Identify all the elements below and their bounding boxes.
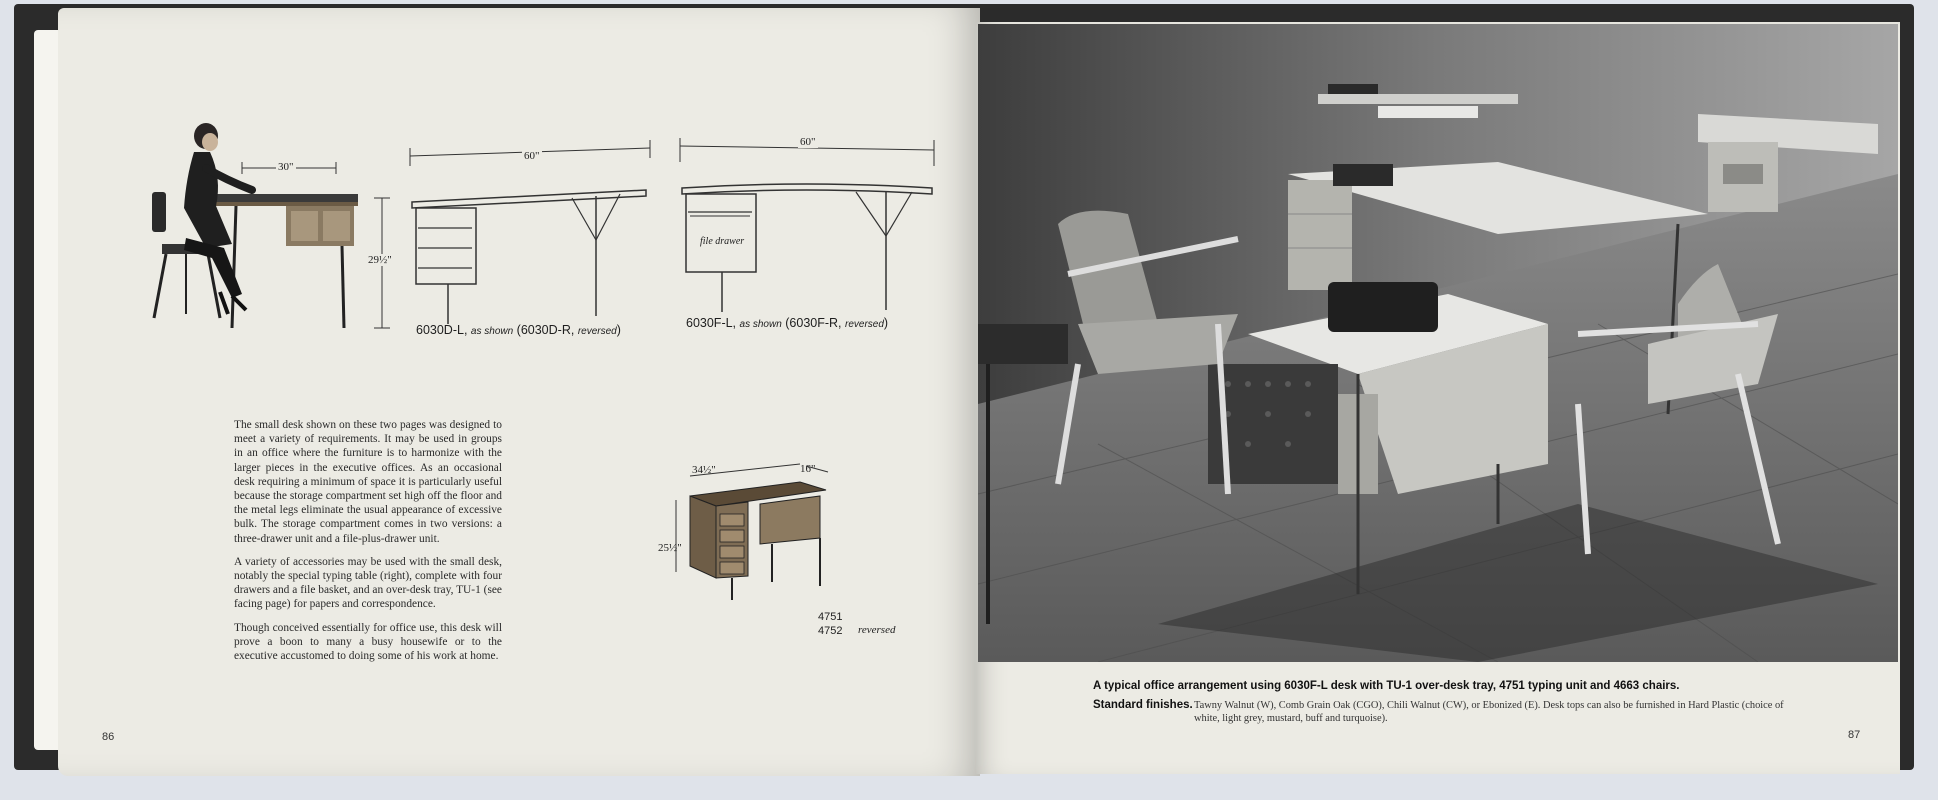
- page-number-right: 87: [1848, 729, 1861, 741]
- dimension-table-depth: 16": [800, 463, 816, 475]
- dimension-table-width: 34½": [692, 464, 716, 476]
- paragraph: Though conceived essentially for office …: [234, 621, 502, 663]
- paragraph: A variety of accessories may be used wit…: [234, 555, 502, 611]
- seated-woman-illustration: [152, 123, 358, 329]
- typing-table-drawing: [675, 463, 829, 600]
- standard-finishes-text: Tawny Walnut (W), Comb Grain Oak (CGO), …: [1194, 700, 1784, 724]
- desk-6030d-drawing: [409, 140, 651, 324]
- dimension-height-29-5: 29½": [368, 254, 392, 266]
- photo-caption: A typical office arrangement using 6030F…: [1093, 680, 1680, 692]
- standard-finishes-label: Standard finishes.: [1093, 699, 1193, 711]
- page-number-left: 86: [102, 731, 115, 743]
- model-6030d-caption: 6030D-L, as shown (6030D-R, reversed): [416, 323, 621, 337]
- dimension-desk-f-60: 60": [798, 136, 818, 148]
- model-4752-reversed: reversed: [858, 624, 896, 636]
- office-arrangement-photo: [978, 24, 1898, 662]
- model-4752: 4752: [818, 625, 843, 637]
- dimension-table-height: 25½": [658, 542, 682, 554]
- desk-6030f-drawing: [679, 138, 935, 312]
- body-text: The small desk shown on these two pages …: [234, 418, 502, 672]
- page-edges: [34, 30, 60, 750]
- dimension-width-30: 30": [276, 161, 296, 173]
- paragraph: The small desk shown on these two pages …: [234, 419, 502, 545]
- model-6030f-caption: 6030F-L, as shown (6030F-R, reversed): [686, 316, 889, 330]
- model-4751: 4751: [818, 611, 843, 623]
- dimension-desk-d-60: 60": [522, 150, 542, 162]
- file-drawer-label: file drawer: [700, 236, 745, 247]
